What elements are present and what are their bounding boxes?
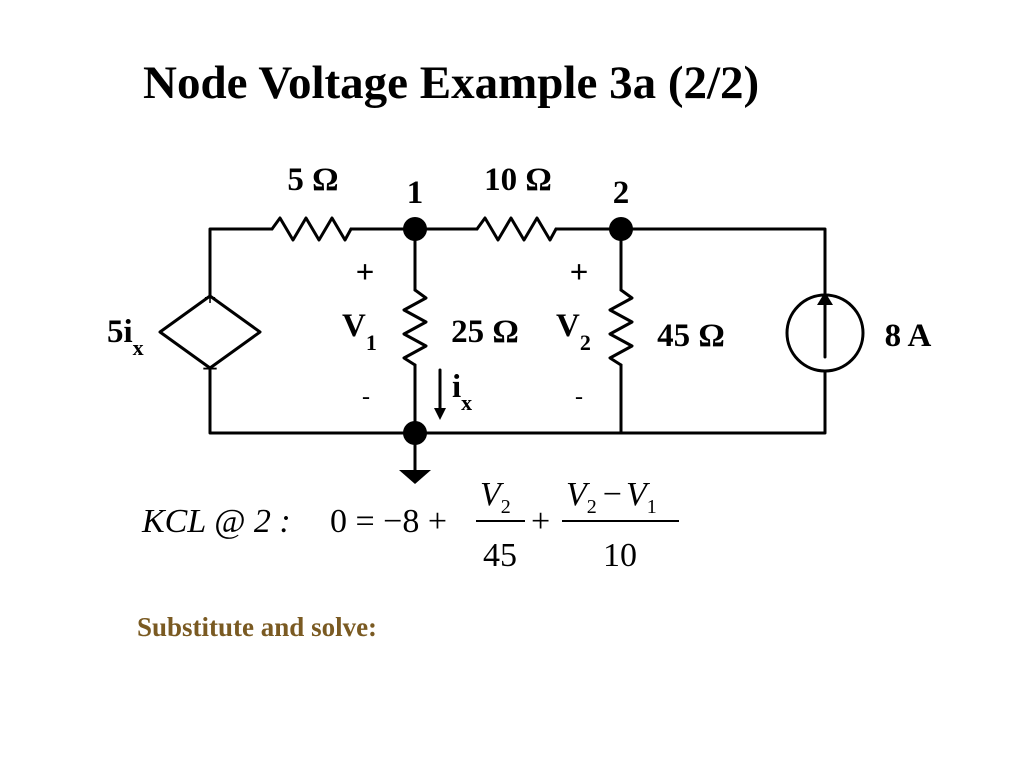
ix-arrow-head: [434, 408, 446, 420]
dependent-voltage-source: [158, 294, 262, 370]
v1-minus: -: [362, 384, 370, 410]
dep-source-plus: +: [204, 285, 217, 310]
kcl-equation: KCL @ 2 : 0 = −8 + V2 45 + V2−V1 10: [141, 476, 679, 574]
dep-source-minus: –: [203, 352, 218, 381]
wire-top-left: [208, 227, 274, 298]
eq-frac1-den: 45: [483, 537, 517, 574]
resistor-25-ohm: [402, 288, 428, 367]
v2-plus: +: [570, 255, 589, 291]
resistor-5-ohm: [270, 216, 353, 242]
eq-prefix: KCL @ 2 :: [141, 503, 291, 540]
current-source-arrow-head: [817, 292, 833, 305]
eq-plus: +: [531, 503, 550, 540]
eq-frac2-num: V2−V1: [566, 476, 657, 518]
node-1-label: 1: [407, 175, 424, 211]
circuit-diagram: + – 5ix 5 Ω 10 Ω 25 Ω 45 Ω 1 2 + V1 - + …: [107, 162, 932, 574]
ground-node-dot: [403, 421, 427, 445]
eq-lhs: 0 = −8 +: [330, 503, 447, 540]
current-source-label: 8 A: [885, 318, 932, 354]
resistor-45-ohm: [608, 288, 634, 367]
dep-source-label: 5ix: [107, 314, 144, 360]
ground-icon: [399, 470, 431, 484]
resistor-5-ohm-label: 5 Ω: [287, 162, 338, 198]
resistor-25-ohm-label: 25 Ω: [451, 314, 519, 350]
v2-minus: -: [575, 384, 583, 410]
resistor-45-ohm-label: 45 Ω: [657, 318, 725, 354]
ix-label: ix: [452, 369, 472, 415]
substitute-note: Substitute and solve:: [137, 612, 378, 642]
eq-frac2-den: 10: [603, 537, 637, 574]
node-1-dot: [403, 217, 427, 241]
node-2-label: 2: [613, 175, 630, 211]
node-2-dot: [609, 217, 633, 241]
wire-bottom: [208, 366, 827, 435]
v2-label: V2: [556, 308, 591, 355]
eq-frac1-num: V2: [480, 476, 511, 518]
resistor-10-ohm-label: 10 Ω: [484, 162, 552, 198]
wire-top-right: [554, 227, 827, 297]
v1-label: V1: [342, 308, 377, 355]
slide-title: Node Voltage Example 3a (2/2): [143, 57, 760, 109]
v1-plus: +: [356, 255, 375, 291]
resistor-10-ohm: [475, 216, 558, 242]
